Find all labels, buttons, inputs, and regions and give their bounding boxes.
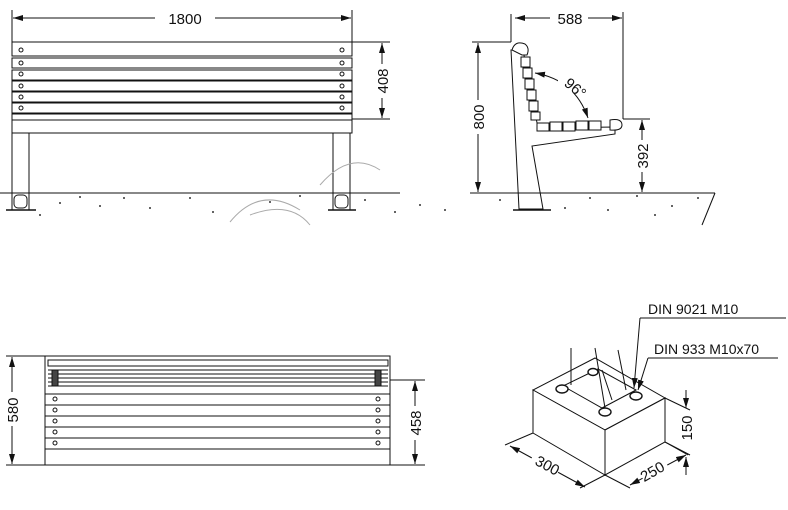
side-view: 588 800 392 96°: [470, 8, 716, 226]
washer-label: DIN 9021 M10: [648, 301, 738, 317]
height-label: 150: [679, 415, 696, 440]
top-view: 580 458: [4, 355, 425, 466]
seat-beam: [11, 119, 353, 134]
top-slats: [45, 359, 390, 450]
left-leg: [11, 132, 30, 211]
ground-texture: [39, 195, 446, 216]
right-leg: [332, 132, 351, 211]
bolt-label: DIN 933 M10x70: [654, 341, 759, 357]
width-label: 1800: [168, 11, 201, 28]
seat-depth-label: 458: [408, 410, 425, 435]
seat-height-label: 392: [635, 143, 652, 168]
foundation-detail: DIN 9021 M10 DIN 933 M10x70 150 300 250: [504, 301, 786, 489]
depth-label: 588: [557, 11, 582, 28]
bolt-holes: [18, 47, 345, 111]
total-height-label: 800: [471, 104, 488, 129]
top-depth-label: 580: [5, 397, 22, 422]
seat-slat-profiles: [536, 119, 623, 132]
backrest-height-label: 408: [375, 68, 392, 93]
backrest-slats: [11, 41, 353, 134]
front-view: 1800 408: [0, 8, 446, 226]
